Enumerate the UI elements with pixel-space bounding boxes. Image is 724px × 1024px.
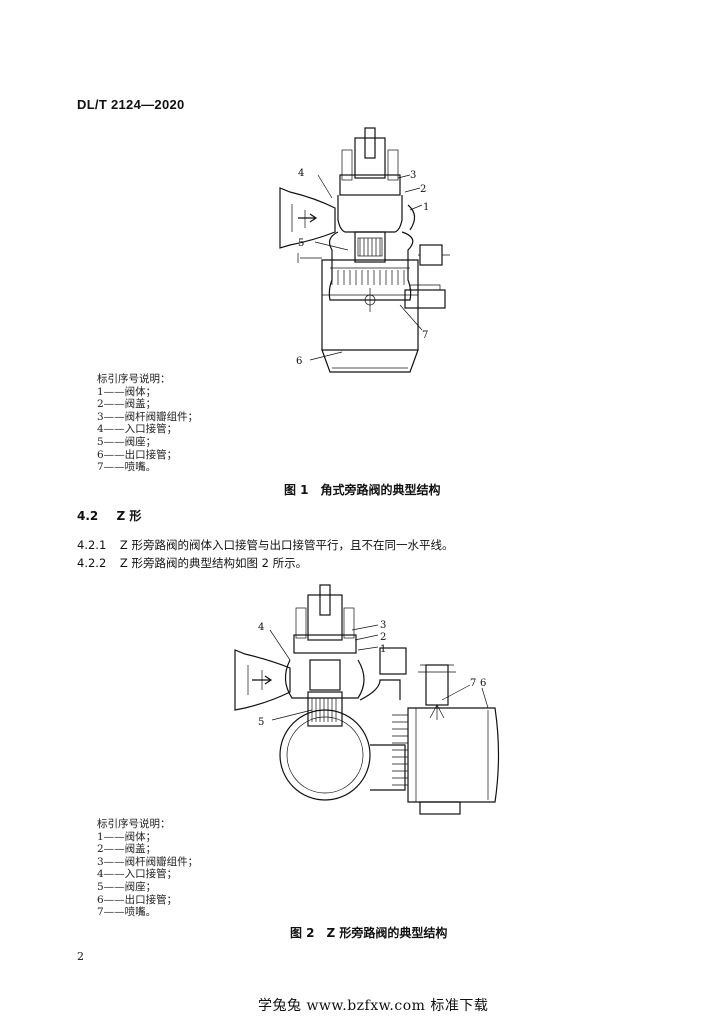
paragraph-number: 4.2.1 xyxy=(77,538,107,552)
paragraph-number: 4.2.2 xyxy=(77,556,107,570)
figure1-callout-4: 4 xyxy=(298,168,304,179)
site-watermark: 学兔兔 www.bzfxw.com 标准下载 xyxy=(258,998,489,1014)
figure2-callout-3: 3 xyxy=(380,620,386,631)
figure2-legend-item: 4——入口接管； xyxy=(97,868,178,881)
figure2-caption: 图 2 Z 形旁路阀的典型结构 xyxy=(290,926,448,940)
figure2-callout-2: 2 xyxy=(380,632,386,643)
figure2-callout-5: 5 xyxy=(258,717,264,728)
section-title: Z 形 xyxy=(116,509,142,523)
section-number: 4.2 xyxy=(77,509,99,523)
paragraph-text: Z 形旁路阀的阀体入口接管与出口接管平行，且不在同一水平线。 xyxy=(119,538,454,552)
paragraph-text: Z 形旁路阀的典型结构如图 2 所示。 xyxy=(119,556,308,570)
figure2-legend-item: 7——喷嘴。 xyxy=(97,906,157,919)
section-heading: 4.2 Z 形 xyxy=(77,507,141,524)
figure2-callout-7: 7 xyxy=(470,678,476,689)
figure2-legend-item: 6——出口接管； xyxy=(97,893,178,906)
figure1-legend-item: 4——入口接管； xyxy=(97,423,178,436)
figure1-caption: 图 1 角式旁路阀的典型结构 xyxy=(284,483,441,497)
figure1-callout-5: 5 xyxy=(298,238,304,249)
figure2-legend-item: 3——阀杆阀瓣组件； xyxy=(97,855,199,868)
figure1-callout-7: 7 xyxy=(422,330,428,341)
figure2-legend-item: 5——阀座； xyxy=(97,880,157,893)
figure2-legend: 标引序号说明： 1——阀体； 2——阀盖； 3——阀杆阀瓣组件； 4——入口接管… xyxy=(97,818,198,919)
figure1-legend-item: 7——喷嘴。 xyxy=(97,461,157,474)
figure1-callout-2: 2 xyxy=(420,184,426,195)
standard-code-header: DL/T 2124—2020 xyxy=(77,97,185,112)
figure1-legend-title: 标引序号说明： xyxy=(97,373,171,385)
figure1-legend-item: 3——阀杆阀瓣组件； xyxy=(97,410,199,423)
figure1-callout-3: 3 xyxy=(410,170,416,181)
figure2-callout-1: 1 xyxy=(380,644,386,655)
paragraph-4-2-2: 4.2.2 Z 形旁路阀的典型结构如图 2 所示。 xyxy=(77,555,307,571)
figure1-legend-item: 6——出口接管； xyxy=(97,448,178,461)
figure2-legend-title: 标引序号说明： xyxy=(97,818,171,830)
figure2-callout-4: 4 xyxy=(258,622,264,633)
figure1-legend-item: 1——阀体； xyxy=(97,385,157,398)
figure1-legend: 标引序号说明： 1——阀体； 2——阀盖； 3——阀杆阀瓣组件； 4——入口接管… xyxy=(97,373,198,474)
paragraph-4-2-1: 4.2.1 Z 形旁路阀的阀体入口接管与出口接管平行，且不在同一水平线。 xyxy=(77,537,453,553)
figure1-callout-6: 6 xyxy=(296,356,302,367)
figure2-callout-6: 6 xyxy=(480,678,486,689)
figure1-legend-item: 2——阀盖； xyxy=(97,398,157,411)
figure2-legend-item: 1——阀体； xyxy=(97,830,157,843)
figure1-legend-item: 5——阀座； xyxy=(97,435,157,448)
figure2-legend-item: 2——阀盖； xyxy=(97,843,157,856)
figure1-drawing: 3 2 1 4 5 6 7 xyxy=(279,127,450,373)
figure2-drawing: 3 2 1 4 5 7 6 xyxy=(234,584,500,815)
page-number: 2 xyxy=(77,950,84,963)
figure1-callout-1: 1 xyxy=(423,202,429,213)
